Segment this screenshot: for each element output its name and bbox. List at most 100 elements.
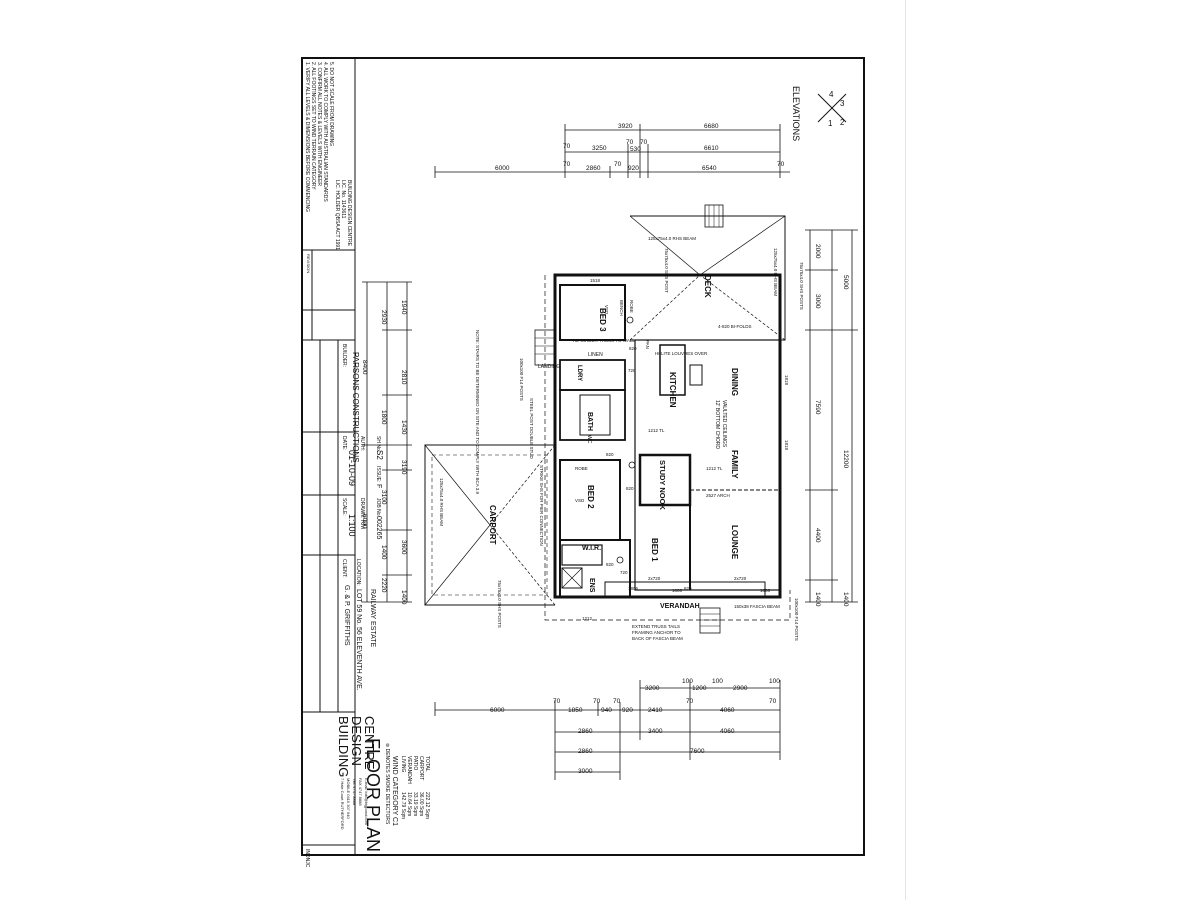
svg-text:3000: 3000 bbox=[578, 768, 593, 775]
svg-text:820: 820 bbox=[606, 452, 614, 457]
room-lounge: LOUNGE bbox=[730, 525, 739, 560]
svg-text:75x75x4.0 SHS POSTS: 75x75x4.0 SHS POSTS bbox=[497, 580, 502, 628]
svg-text:PARSONS CONSTRUCTIONS: PARSONS CONSTRUCTIONS bbox=[351, 352, 360, 463]
svg-text:JOB No:: JOB No: bbox=[375, 498, 381, 517]
svg-text:SH No:: SH No: bbox=[375, 436, 381, 452]
svg-text:VSD: VSD bbox=[604, 305, 609, 315]
svg-text:1940: 1940 bbox=[400, 300, 407, 315]
svg-text:1212 TL: 1212 TL bbox=[706, 466, 723, 471]
svg-text:6540: 6540 bbox=[702, 165, 717, 172]
svg-text:TOTAL: TOTAL bbox=[424, 756, 430, 772]
room-bed3: BED 3 bbox=[598, 308, 607, 332]
walls bbox=[424, 204, 791, 634]
svg-text:125x75x4.0 RHS BEAM: 125x75x4.0 RHS BEAM bbox=[439, 478, 444, 526]
svg-text:1400: 1400 bbox=[400, 590, 407, 605]
svg-text:100: 100 bbox=[769, 678, 780, 685]
svg-text:VAULTED CEILINGS: VAULTED CEILINGS bbox=[721, 400, 727, 448]
svg-text:3200: 3200 bbox=[645, 685, 660, 692]
svg-text:ROBE: ROBE bbox=[575, 466, 588, 471]
elevation-marker: 3 4 1 2 ELEVATIONS bbox=[791, 86, 847, 141]
svg-text:75x75x4.0 SHS POSTS: 75x75x4.0 SHS POSTS bbox=[799, 262, 804, 310]
annotations: 125x75x4.0 RHS BEAM 75x75x4.0 SHS POST 1… bbox=[439, 236, 804, 641]
svg-text:KM: KM bbox=[359, 520, 365, 529]
svg-text:100: 100 bbox=[712, 678, 723, 685]
svg-text:920: 920 bbox=[628, 165, 639, 172]
svg-text:7590: 7590 bbox=[814, 400, 821, 415]
svg-text:ROBE: ROBE bbox=[629, 300, 634, 313]
room-ens: ENS bbox=[588, 578, 595, 593]
svg-text:⊚ DENOTES SMOKE DETECTORS: ⊚ DENOTES SMOKE DETECTORS bbox=[384, 743, 390, 825]
svg-text:3100: 3100 bbox=[380, 490, 387, 505]
svg-text:2860: 2860 bbox=[578, 748, 593, 755]
svg-text:2. ALL FOOTINGS SET TO WIND TE: 2. ALL FOOTINGS SET TO WIND TERRAIN CATE… bbox=[310, 62, 316, 190]
bottom-dimension-labels: 3200 100 1200 100 2900 100 6000 70 1850 … bbox=[490, 678, 780, 775]
right-dimensions bbox=[805, 229, 858, 603]
svg-text:TEL 4747 8888: TEL 4747 8888 bbox=[352, 778, 357, 806]
door-sizes: 820 820 720 720 820 820 2x720 2x720 1806… bbox=[582, 278, 789, 621]
room-bed1: BED 1 bbox=[650, 538, 659, 562]
svg-text:ISSUE:: ISSUE: bbox=[375, 466, 381, 482]
svg-text:PATIO: PATIO bbox=[412, 756, 418, 770]
svg-text:36.00 Sqm: 36.00 Sqm bbox=[418, 792, 424, 816]
svg-text:4-820 BI-FOLDS: 4-820 BI-FOLDS bbox=[718, 324, 752, 329]
svg-text:1806: 1806 bbox=[628, 586, 639, 591]
svg-text:70: 70 bbox=[563, 161, 571, 168]
svg-text:E-mail: bdc@bigpond.com: E-mail: bdc@bigpond.com bbox=[364, 778, 369, 826]
svg-text:150x38 FASCIA BEAM: 150x38 FASCIA BEAM bbox=[734, 604, 780, 609]
svg-text:4400: 4400 bbox=[814, 528, 821, 543]
svg-text:720: 720 bbox=[628, 368, 636, 373]
svg-text:940: 940 bbox=[601, 707, 612, 714]
svg-text:MOBILE 0410 307 940: MOBILE 0410 307 940 bbox=[346, 778, 351, 819]
left-dimensions bbox=[362, 281, 412, 603]
svg-text:1850: 1850 bbox=[568, 707, 583, 714]
room-wir: W.I.R. bbox=[582, 545, 601, 552]
room-verandah: VERANDAH bbox=[660, 603, 700, 610]
room-kitchen: KITCHEN bbox=[668, 372, 677, 408]
svg-text:4060: 4060 bbox=[720, 707, 735, 714]
drawing-code: INDNJC bbox=[304, 849, 310, 868]
svg-text:1:100: 1:100 bbox=[347, 514, 357, 537]
svg-text:DATE:: DATE: bbox=[341, 436, 347, 450]
svg-text:75x75x4.0 SHS POST: 75x75x4.0 SHS POST bbox=[664, 248, 669, 293]
room-bed2: BED 2 bbox=[586, 485, 595, 509]
svg-text:ELEVATIONS: ELEVATIONS bbox=[791, 86, 801, 141]
room-deck: DECK bbox=[703, 275, 712, 298]
svg-text:G. & P. GRIFFITHS: G. & P. GRIFFITHS bbox=[343, 585, 350, 646]
svg-text:1400: 1400 bbox=[814, 592, 821, 607]
svg-text:820: 820 bbox=[629, 346, 637, 351]
svg-text:BENCH: BENCH bbox=[619, 300, 624, 316]
svg-text:720: 720 bbox=[620, 570, 628, 575]
svg-text:2220: 2220 bbox=[380, 578, 387, 593]
svg-text:1430: 1430 bbox=[400, 420, 407, 435]
svg-text:DESIGN: DESIGN bbox=[349, 716, 364, 766]
svg-text:LIC. No. 1143611: LIC. No. 1143611 bbox=[340, 180, 346, 219]
svg-text:LIC. HOLDER QBSA ACT 1991: LIC. HOLDER QBSA ACT 1991 bbox=[334, 180, 340, 250]
svg-text:70: 70 bbox=[593, 698, 601, 705]
svg-text:2000: 2000 bbox=[814, 244, 821, 259]
svg-text:HI-LITE LOUVRES OVER: HI-LITE LOUVRES OVER bbox=[655, 351, 708, 356]
room-carport: CARPORT bbox=[488, 505, 497, 545]
builder-block: BUILDER: PARSONS CONSTRUCTIONS bbox=[341, 344, 360, 463]
svg-text:CLIENT:: CLIENT: bbox=[341, 559, 347, 578]
svg-text:820: 820 bbox=[606, 562, 614, 567]
svg-text:70: 70 bbox=[613, 698, 621, 705]
svg-text:6000: 6000 bbox=[495, 165, 510, 172]
svg-text:100x100 F14 POSTS: 100x100 F14 POSTS bbox=[519, 358, 524, 401]
svg-text:2930: 2930 bbox=[380, 310, 387, 325]
svg-text:FRAMING ANCHOR TO: FRAMING ANCHOR TO bbox=[632, 630, 681, 635]
svg-text:CARPORT: CARPORT bbox=[418, 756, 424, 780]
smoke-detectors bbox=[616, 316, 636, 564]
svg-text:820: 820 bbox=[626, 486, 634, 491]
room-family: FAMILY bbox=[730, 450, 739, 479]
scan-edge bbox=[905, 0, 906, 900]
svg-text:LOT 59 No. 56 ELEVENTH AVE.: LOT 59 No. 56 ELEVENTH AVE. bbox=[355, 589, 362, 691]
svg-text:1212: 1212 bbox=[582, 616, 593, 621]
svg-text:2860: 2860 bbox=[586, 165, 601, 172]
svg-text:2527 ARCH: 2527 ARCH bbox=[706, 493, 730, 498]
svg-text:70: 70 bbox=[563, 143, 571, 150]
revision-block: REVISION bbox=[306, 254, 311, 273]
room-bath: BATH bbox=[586, 412, 593, 431]
svg-text:1200: 1200 bbox=[692, 685, 707, 692]
area-schedule: FLOOR PLAN ⊚ DENOTES SMOKE DETECTORS WIN… bbox=[363, 738, 430, 852]
